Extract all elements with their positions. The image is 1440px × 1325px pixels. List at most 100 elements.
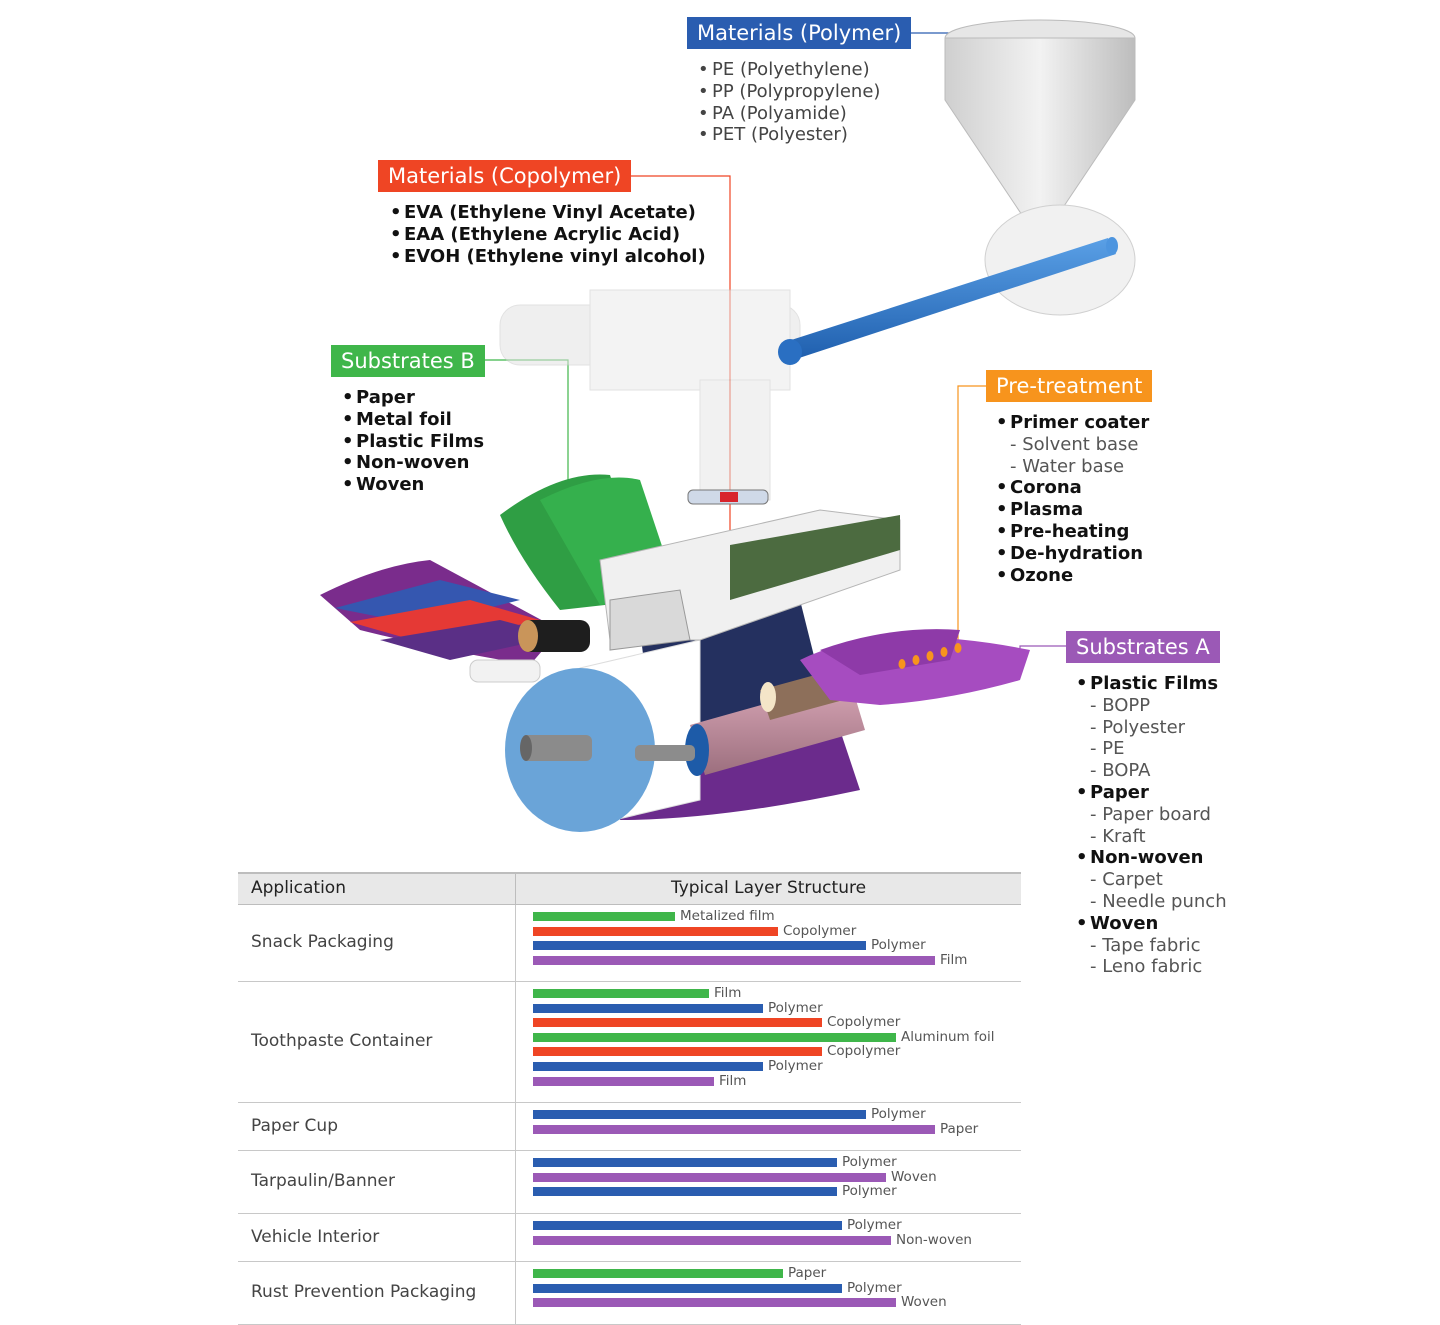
column-header-structure: Typical Layer Structure — [670, 878, 867, 898]
materials-copolymer-list: EVA (Ethylene Vinyl Acetate) EAA (Ethyle… — [390, 202, 706, 267]
pretreatment-list: Primer coater Solvent base Water base Co… — [996, 412, 1149, 586]
application-name: Vehicle Interior — [251, 1226, 380, 1247]
layer-label: Polymer — [768, 1058, 823, 1074]
layer-label: Aluminum foil — [901, 1028, 995, 1045]
table-header: Application Typical Layer Structure — [238, 872, 1021, 905]
list-subitem: Carpet — [1076, 869, 1227, 891]
layer-label: Polymer — [847, 1217, 902, 1233]
chill-roll — [505, 639, 701, 832]
layer-bar — [533, 1018, 822, 1028]
list-subitem: Tape fabric — [1076, 935, 1227, 957]
layer-label: Copolymer — [827, 1014, 901, 1031]
list-item: Non-woven — [342, 452, 484, 474]
list-subitem: Kraft — [1076, 826, 1227, 848]
layer-bar — [533, 1283, 842, 1293]
layer-label: Polymer — [842, 1154, 897, 1170]
white-roller — [469, 620, 590, 683]
layer-label: Paper — [788, 1265, 827, 1281]
list-item: Plastic Films — [1076, 673, 1227, 695]
substrate-a-web — [800, 629, 1030, 705]
list-item: Paper — [342, 387, 484, 409]
layer-bar — [533, 1269, 783, 1278]
substrates-b-list: Paper Metal foil Plastic Films Non-woven… — [342, 387, 484, 496]
list-item: Plasma — [996, 499, 1149, 521]
layer-bar — [533, 1221, 842, 1230]
extruder-body — [499, 289, 801, 501]
layer-label: Polymer — [768, 999, 823, 1016]
layer-label: Polymer — [847, 1279, 902, 1296]
application-name: Paper Cup — [251, 1115, 338, 1136]
layer-bar — [533, 1047, 822, 1057]
application-table: Application Typical Layer Structure Snac… — [238, 872, 1021, 1325]
list-item: PE (Polyethylene) — [698, 59, 880, 81]
layer-label: Woven — [891, 1168, 937, 1185]
layer-label: Polymer — [842, 1183, 897, 1200]
layer-label: Non-woven — [896, 1231, 972, 1248]
list-subitem: Paper board — [1076, 804, 1227, 826]
die-frame — [599, 509, 901, 651]
list-item: Primer coater — [996, 412, 1149, 434]
layer-bar — [533, 941, 866, 951]
application-name: Toothpaste Container — [251, 1031, 433, 1051]
list-item: Plastic Films — [342, 431, 484, 453]
list-item: Paper — [1076, 782, 1227, 804]
pretreatment-tag: Pre-treatment — [986, 370, 1153, 402]
layer-bar — [533, 1124, 935, 1134]
list-subitem: Needle punch — [1076, 891, 1226, 913]
layer-bar — [533, 989, 709, 998]
layer-label: Woven — [901, 1294, 947, 1311]
layer-label: Metalized film — [680, 908, 775, 924]
list-item: Corona — [996, 477, 1149, 499]
layer-bar — [533, 1076, 714, 1086]
list-subitem: BOPA — [1076, 760, 1227, 782]
materials-polymer-list: PE (Polyethylene) PP (Polypropylene) PA … — [698, 59, 880, 146]
coating-die — [687, 489, 769, 505]
layer-bar — [533, 1062, 763, 1071]
layer-bar — [533, 1187, 837, 1197]
layer-label: Film — [719, 1072, 747, 1089]
layer-label: Copolymer — [827, 1043, 901, 1060]
materials-polymer-tag: Materials (Polymer) — [687, 17, 912, 49]
list-item: PA (Polyamide) — [698, 103, 880, 125]
layer-label: Polymer — [871, 1106, 926, 1122]
materials-copolymer-tag: Materials (Copolymer) — [378, 160, 632, 192]
laminate-output — [320, 560, 560, 665]
application-name: Tarpaulin/Banner — [251, 1171, 395, 1191]
list-item: Ozone — [996, 565, 1149, 587]
list-subitem: Leno fabric — [1076, 956, 1227, 978]
extruder-screw — [778, 237, 1118, 365]
application-name: Snack Packaging — [251, 932, 394, 952]
list-item: PET (Polyester) — [698, 124, 880, 146]
hopper — [944, 19, 1136, 316]
substrates-a-list: Plastic Films BOPP Polyester PE BOPA Pap… — [1076, 673, 1227, 978]
layer-bar — [533, 955, 935, 965]
column-header-application: Application — [251, 878, 346, 898]
substrates-b-tag: Substrates B — [331, 345, 485, 377]
layer-bar — [533, 1172, 886, 1182]
list-item: EVA (Ethylene Vinyl Acetate) — [390, 202, 706, 224]
layer-bar — [533, 1298, 896, 1308]
list-item: Non-woven — [1076, 847, 1227, 869]
layer-bar — [533, 1110, 866, 1119]
substrates-a-tag: Substrates A — [1066, 631, 1220, 663]
layer-label: Paper — [940, 1120, 979, 1137]
layer-label: Film — [940, 951, 968, 968]
application-name: Rust Prevention Packaging — [251, 1282, 477, 1302]
list-subitem: Solvent base — [996, 434, 1149, 456]
list-item: Woven — [342, 474, 484, 496]
list-item: Metal foil — [342, 409, 484, 431]
laminator-diagram — [320, 19, 1136, 832]
list-subitem: Polyester — [1076, 717, 1227, 739]
layer-bar — [533, 926, 778, 936]
list-item: EAA (Ethylene Acrylic Acid) — [390, 224, 706, 246]
list-subitem: BOPP — [1076, 695, 1227, 717]
layer-label: Film — [714, 985, 742, 1001]
list-item: PP (Polypropylene) — [698, 81, 880, 103]
layer-bar — [533, 912, 675, 921]
list-subitem: Water base — [996, 456, 1149, 478]
